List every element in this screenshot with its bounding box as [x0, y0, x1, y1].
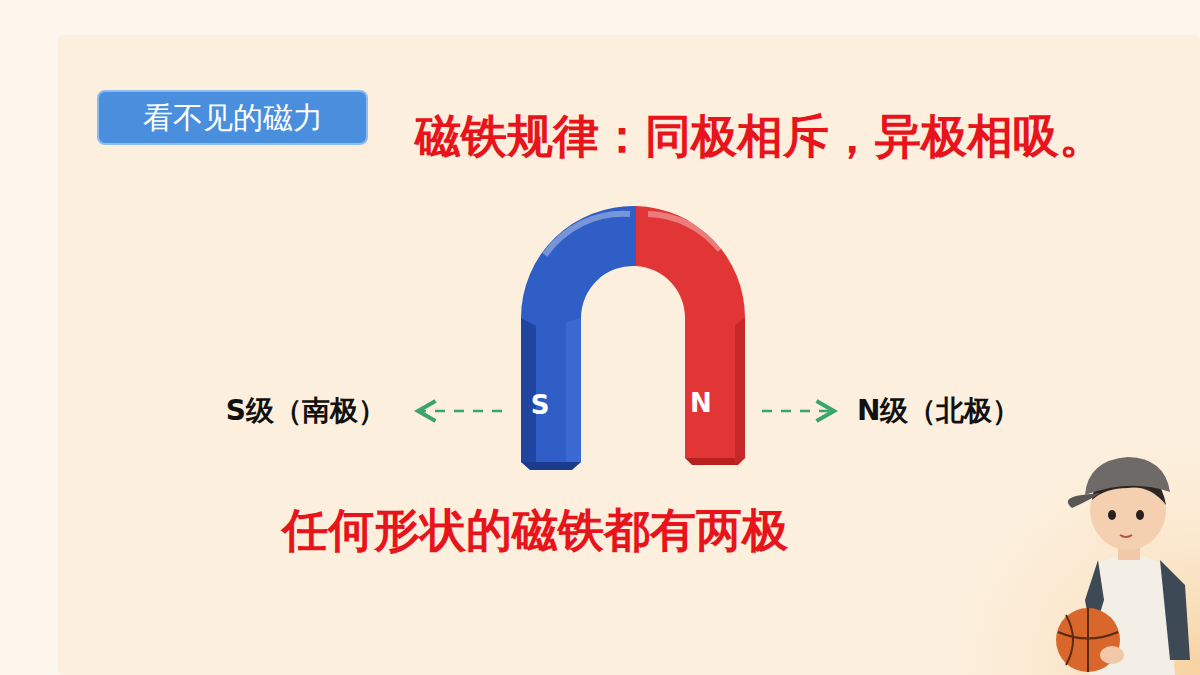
tag-text: 看不见的磁力	[143, 100, 323, 136]
section-tag: 看不见的磁力	[97, 90, 368, 145]
horseshoe-magnet	[521, 206, 745, 470]
panel	[58, 35, 1200, 675]
pole-letter: S	[531, 390, 550, 421]
caption: 任何形状的磁铁都有两极	[282, 502, 788, 558]
pole-letter: N	[690, 388, 712, 419]
pole-label: S级（南极）	[226, 394, 386, 428]
leader-arrow	[418, 410, 502, 413]
leader-arrow	[762, 410, 834, 413]
title: 磁铁规律：同极相斥，异极相吸。	[415, 108, 1105, 164]
pole-label: N级（北极）	[857, 394, 1020, 428]
kid-figure	[1056, 457, 1190, 675]
